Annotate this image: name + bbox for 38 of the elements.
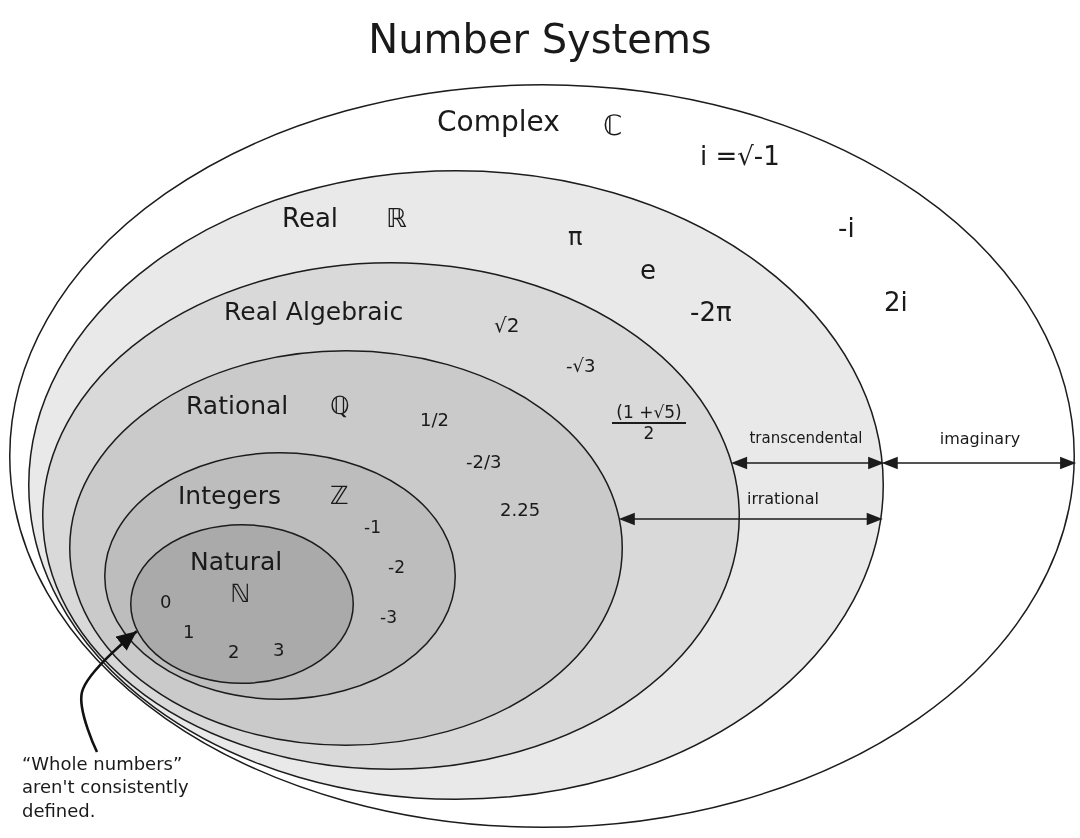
- dimension-label: irrational: [747, 490, 819, 509]
- set-name: Natural: [190, 548, 283, 577]
- dimension-label: imaginary: [939, 430, 1021, 449]
- set-ellipse: [104, 452, 456, 700]
- number-example: -√3: [566, 356, 596, 377]
- set-name: Integers: [178, 482, 281, 511]
- number-example: -2: [388, 558, 405, 578]
- set-name: Rational: [186, 392, 289, 421]
- number-example: 1: [183, 622, 195, 643]
- number-example: -1: [364, 518, 381, 538]
- set-symbol: ℤ: [330, 482, 349, 511]
- number-example: -2π: [690, 298, 732, 328]
- set-symbol: ℚ: [330, 392, 350, 421]
- set-ellipse: [9, 84, 1075, 828]
- number-example: 1/2: [420, 410, 449, 431]
- number-example: i =√-1: [700, 142, 780, 172]
- set-ellipse: [130, 524, 354, 684]
- curved-arrow: [80, 630, 138, 753]
- number-example: 2: [228, 642, 240, 663]
- set-name: Real: [282, 204, 339, 234]
- set-symbol: ℂ: [603, 110, 623, 143]
- set-symbol: ℕ: [230, 580, 251, 609]
- set-name: Complex: [437, 106, 560, 139]
- number-example: -i: [838, 214, 855, 244]
- set-name: Real Algebraic: [224, 298, 404, 327]
- number-example: 2i: [884, 288, 908, 318]
- number-example: -3: [380, 608, 397, 628]
- number-example: e: [640, 256, 656, 286]
- number-example: 3: [273, 640, 285, 661]
- number-example: 0: [160, 592, 172, 613]
- note-text: “Whole numbers” aren't consistently defined.: [22, 752, 222, 823]
- diagram-title: Number Systems: [368, 16, 712, 62]
- number-example: -2/3: [466, 452, 502, 473]
- set-symbol: ℝ: [386, 204, 407, 234]
- number-example: 2.25: [500, 500, 541, 521]
- number-example: π: [568, 224, 583, 252]
- number-example: √2: [494, 314, 520, 337]
- dimension-label: transcendental: [749, 430, 863, 448]
